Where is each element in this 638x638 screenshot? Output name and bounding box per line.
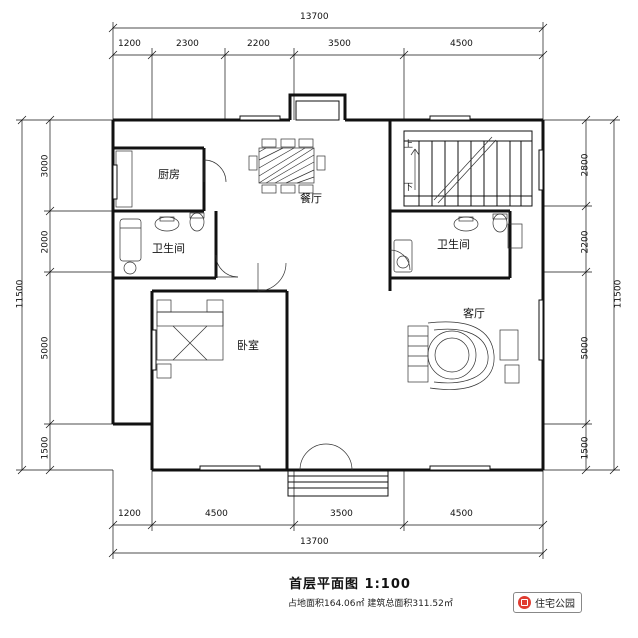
- brand-label: 住宅公园: [535, 599, 575, 610]
- room-label-bathroom-right: 卫生间: [437, 238, 470, 251]
- stair-up-label: 上: [404, 140, 414, 150]
- dim-left-2: 2000: [40, 230, 51, 254]
- dim-right-overall: 11500: [613, 279, 624, 309]
- dim-left-overall: 11500: [15, 279, 26, 309]
- room-label-kitchen: 厨房: [158, 168, 180, 181]
- brand-badge[interactable]: 住宅公园: [513, 592, 582, 613]
- stair-down-label: 下: [404, 183, 414, 193]
- dim-bottom-3: 3500: [330, 509, 353, 519]
- room-label-living: 客厅: [463, 307, 485, 320]
- drawing-subtitle: 占地面积164.06㎡ 建筑总面积311.52㎡: [288, 599, 453, 609]
- brand-logo-icon: [518, 596, 531, 609]
- dim-right-3: 5000: [580, 336, 591, 360]
- dim-top-overall: 13700: [300, 12, 329, 22]
- dim-top-1: 1200: [118, 39, 141, 49]
- dim-right-4: 1500: [580, 436, 591, 460]
- dim-left-1: 3000: [40, 154, 51, 178]
- dim-bottom-1: 1200: [118, 509, 141, 519]
- dim-top-3: 2200: [247, 39, 270, 49]
- dim-left-4: 1500: [40, 436, 51, 460]
- dim-top-2: 2300: [176, 39, 199, 49]
- dim-top-5: 4500: [450, 39, 473, 49]
- dim-bottom-2: 4500: [205, 509, 228, 519]
- room-label-dining: 餐厅: [300, 192, 322, 205]
- room-label-bathroom-left: 卫生间: [152, 242, 185, 255]
- dim-right-1: 2800: [580, 153, 591, 177]
- dim-bottom-4: 4500: [450, 509, 473, 519]
- dim-top-4: 3500: [328, 39, 351, 49]
- dim-right-2: 2200: [580, 230, 591, 254]
- room-label-bedroom: 卧室: [237, 339, 259, 352]
- drawing-title: 首层平面图 1:100: [289, 577, 411, 592]
- dim-bottom-overall: 13700: [300, 537, 329, 547]
- dim-left-3: 5000: [40, 336, 51, 360]
